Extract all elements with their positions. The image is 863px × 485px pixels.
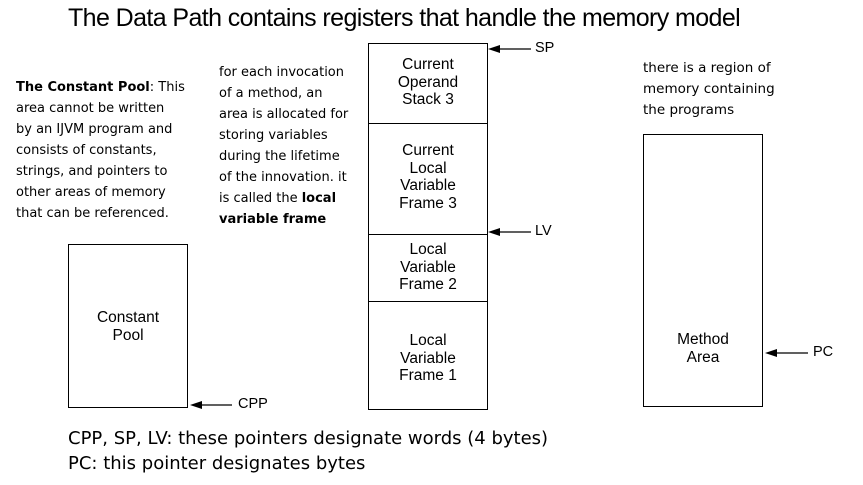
method-area-label: Method Area: [677, 331, 729, 366]
footer-line-2: PC: this pointer designates bytes: [68, 453, 366, 474]
stack-segment-local-frame-2: Local Variable Frame 2: [369, 235, 487, 302]
stack-segment-label: Local Variable Frame 1: [399, 332, 457, 384]
pc-arrowhead: [765, 349, 777, 357]
lv-label: LV: [535, 223, 552, 239]
note-line: for each invocation: [219, 65, 345, 80]
pc-label: PC: [813, 344, 834, 360]
slide-title: The Data Path contains registers that ha…: [68, 4, 741, 32]
sp-label: SP: [535, 40, 555, 56]
stack-segment-local-frame-1: Local Variable Frame 1: [369, 302, 487, 411]
stack-segment-operand-stack-3: Current Operand Stack 3: [369, 44, 487, 124]
note-line: by an IJVM program and: [16, 122, 173, 137]
cpp-label: CPP: [238, 396, 268, 412]
note-line: there is a region of: [643, 60, 771, 76]
stack-segment-label: Current Operand Stack 3: [397, 56, 459, 108]
note-line: is called the: [219, 191, 302, 206]
note-line: strings, and pointers to: [16, 164, 168, 179]
note-line: consists of constants,: [16, 143, 157, 158]
note-line: of the innovation. it: [219, 170, 347, 185]
stack-segment-label: Current Local Variable Frame 3: [399, 142, 457, 212]
note-line: of a method, an: [219, 86, 323, 101]
method-area-box: Method Area: [643, 134, 763, 407]
stack-column: Current Operand Stack 3 Current Local Va…: [368, 43, 488, 410]
lv-arrowhead: [488, 228, 500, 236]
cpp-arrowhead: [190, 401, 202, 409]
stack-segment-local-frame-3: Current Local Variable Frame 3: [369, 124, 487, 235]
constant-pool-box: Constant Pool: [68, 244, 188, 408]
note-bold-term: variable frame: [219, 212, 327, 227]
note-line: the programs: [643, 102, 735, 118]
stack-segment-label: Local Variable Frame 2: [399, 241, 457, 293]
note-line: : This: [149, 80, 185, 95]
note-line: during the lifetime: [219, 149, 340, 164]
note-bold-term: local: [301, 191, 337, 206]
constant-pool-note: The Constant Pool: This area cannot be wr…: [16, 77, 185, 224]
note-line: storing variables: [219, 128, 328, 143]
note-line: that can be referenced.: [16, 206, 169, 221]
note-line: memory containing: [643, 81, 775, 97]
constant-pool-label: Constant Pool: [96, 309, 160, 344]
note-line: area is allocated for: [219, 107, 349, 122]
note-line: area cannot be written: [16, 101, 165, 116]
local-variable-frame-note: for each invocation of a method, an area i…: [219, 62, 348, 230]
footer-line-1: CPP, SP, LV: these pointers designate wo…: [68, 428, 549, 449]
constant-pool-note-heading: The Constant Pool: [16, 80, 150, 95]
sp-arrowhead: [488, 45, 500, 53]
note-line: other areas of memory: [16, 185, 166, 200]
method-area-note: there is a region of memory containing the…: [643, 58, 775, 121]
